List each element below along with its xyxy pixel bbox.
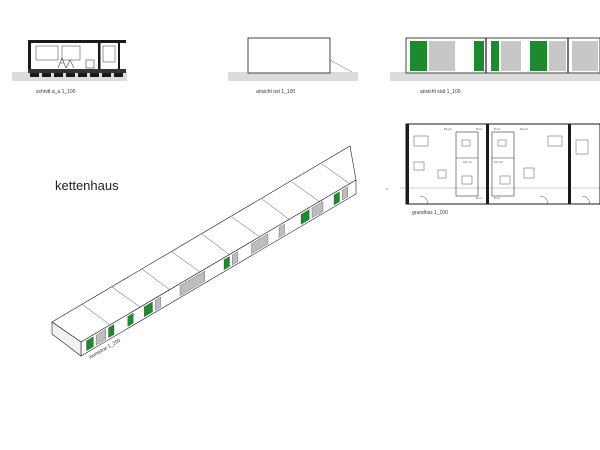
area-label: 3.5 m² bbox=[494, 160, 503, 164]
plan-wall-joint-1 bbox=[486, 124, 489, 204]
area-label: 3.5 m² bbox=[463, 160, 472, 164]
area-label: 8 m² bbox=[494, 196, 500, 200]
plan-wall-joint-2 bbox=[568, 124, 571, 204]
axo-window bbox=[95, 329, 106, 346]
plan-wall-left bbox=[406, 124, 409, 204]
axo-green-panel bbox=[333, 191, 340, 206]
section-roof bbox=[28, 40, 126, 43]
east-facade bbox=[247, 37, 331, 74]
section-wall-mid bbox=[98, 40, 101, 72]
axo-window bbox=[251, 233, 269, 254]
east-ground bbox=[228, 72, 358, 81]
section-drawing: schnitt a_a 1_100 bbox=[12, 40, 127, 95]
axo-end-wall bbox=[51, 321, 82, 357]
section-wall-left bbox=[28, 40, 31, 72]
area-label: 8 m² bbox=[494, 127, 500, 131]
area-label: 8 m² bbox=[476, 127, 482, 131]
axo-window bbox=[342, 186, 348, 201]
axo-green-panel bbox=[108, 324, 115, 339]
south-label: ansicht süd 1_100 bbox=[420, 89, 461, 95]
plan-door-swings bbox=[419, 195, 591, 205]
axo-green-panel bbox=[300, 209, 310, 225]
axonometric-drawing: isometrie 1_200 bbox=[51, 145, 357, 361]
axo-window bbox=[311, 201, 324, 219]
south-ground bbox=[390, 72, 600, 81]
axo-green-panel bbox=[127, 312, 134, 327]
project-title: kettenhaus bbox=[55, 178, 119, 193]
section-floor-slab bbox=[28, 69, 126, 73]
axo-roof bbox=[51, 145, 357, 343]
floor-plan-drawing: a 10 m² 8 m² bbox=[386, 123, 600, 216]
axo-green-panel bbox=[144, 301, 153, 318]
elevation-east-drawing: ansicht ost 1_100 bbox=[228, 37, 358, 95]
section-label: schnitt a_a 1_100 bbox=[36, 89, 76, 95]
axo-window bbox=[179, 270, 205, 296]
section-wall-right bbox=[118, 40, 120, 72]
axo-green-panel bbox=[223, 256, 230, 271]
section-windows bbox=[35, 45, 116, 63]
plan-section-mark: a bbox=[386, 187, 388, 191]
axo-window bbox=[155, 296, 161, 311]
east-ramp bbox=[329, 59, 353, 73]
plan-area-labels: 10 m² 8 m² 3.5 m² 8 m² 10 m² 8 m² 3.5 m²… bbox=[444, 127, 528, 200]
area-label: 10 m² bbox=[520, 127, 528, 131]
plan-furniture bbox=[413, 135, 589, 185]
east-label: ansicht ost 1_100 bbox=[256, 89, 295, 95]
elevation-south-drawing: ansicht süd 1_100 bbox=[390, 37, 600, 95]
south-panels bbox=[410, 41, 547, 71]
area-label: 8 m² bbox=[476, 196, 482, 200]
axo-roof-joints bbox=[81, 163, 351, 326]
plan-label: grundriss 1_100 bbox=[412, 210, 448, 216]
axo-window bbox=[232, 251, 238, 266]
axo-openings bbox=[86, 186, 348, 352]
axo-green-panel bbox=[86, 336, 94, 352]
south-glazing bbox=[429, 41, 598, 71]
section-furniture bbox=[57, 57, 95, 69]
section-foundation bbox=[30, 73, 123, 77]
plan-partitions bbox=[455, 131, 515, 197]
area-label: 10 m² bbox=[444, 127, 452, 131]
axo-window bbox=[278, 223, 285, 238]
